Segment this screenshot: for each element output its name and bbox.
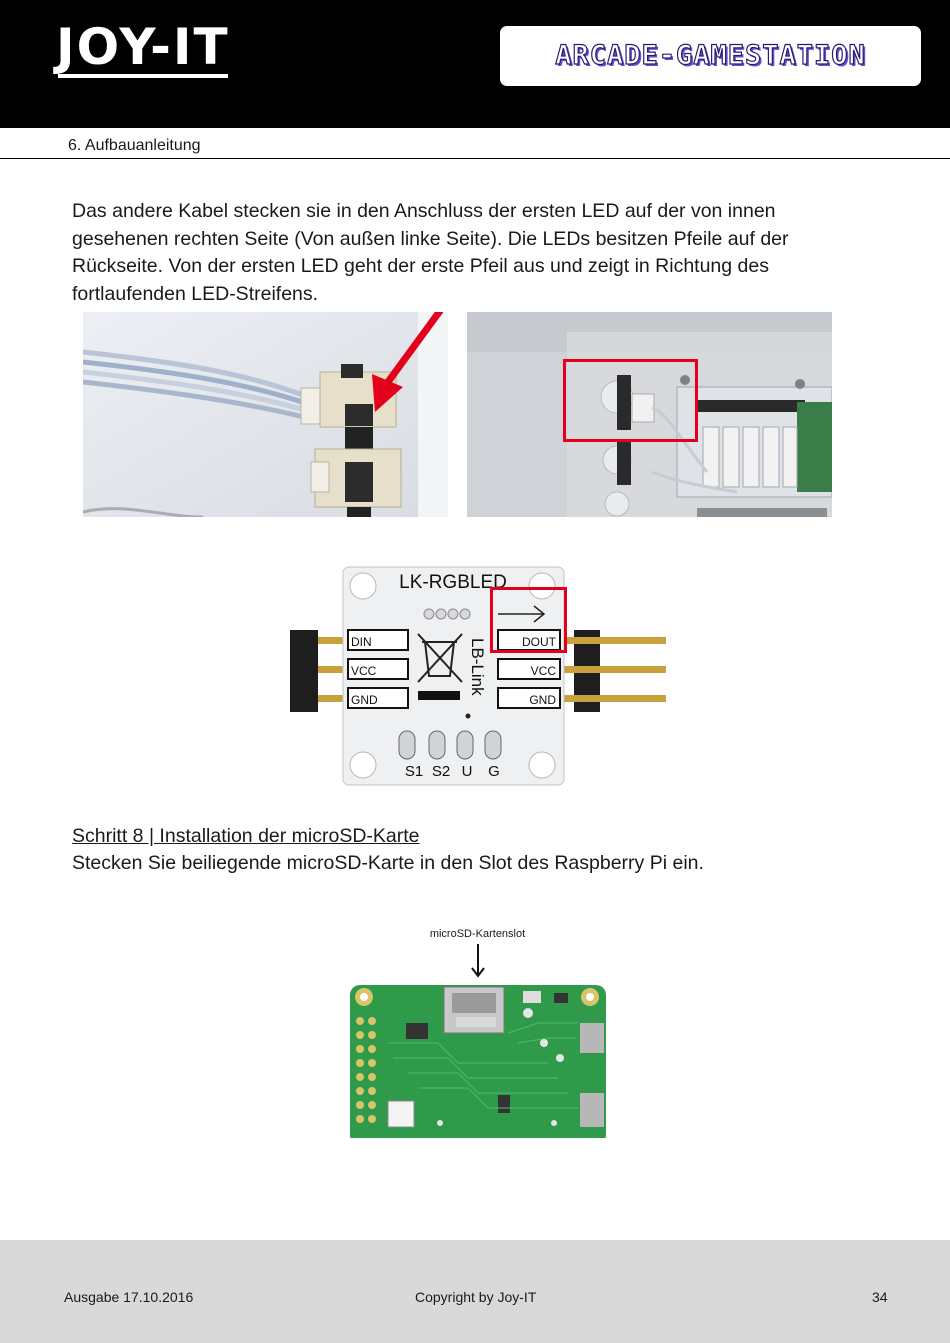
pad-label-u: U xyxy=(462,763,473,780)
section-title: 6. Aufbauanleitung xyxy=(68,137,201,154)
step-title: Schritt 8 | Installation der microSD-Kar… xyxy=(72,825,420,847)
instruction-paragraph: Das andere Kabel stecken sie in den Ansc… xyxy=(72,200,789,305)
pad-label-s2: S2 xyxy=(432,763,450,780)
raspberry-pi-photo xyxy=(348,983,610,1138)
pin-label-gnd-left: GND xyxy=(351,693,378,707)
led-board-diagram: LK-RGBLED DIN VCC GND DOUT VCC GND xyxy=(288,564,668,788)
product-title: ARCADE-GAMESTATION xyxy=(555,39,866,71)
footer-bar xyxy=(0,1240,950,1343)
pin-label-gnd-right: GND xyxy=(529,693,556,707)
down-arrow-icon xyxy=(470,944,486,978)
pad-label-s1: S1 xyxy=(405,763,423,780)
joy-it-logo: JOY-IT xyxy=(56,18,230,76)
pin-label-vcc-right: VCC xyxy=(531,664,557,678)
led-connection-photo xyxy=(83,312,448,517)
footer-copyright: Copyright by Joy-IT xyxy=(415,1289,537,1305)
footer-page-number: 34 xyxy=(872,1289,888,1305)
case-mounting-photo xyxy=(467,312,832,517)
weee-bin-icon xyxy=(417,633,463,683)
dout-highlight-box xyxy=(490,587,567,653)
pad-label-g: G xyxy=(488,763,500,780)
pin-label-din: DIN xyxy=(351,635,372,649)
footer-edition: Ausgabe 17.10.2016 xyxy=(64,1289,194,1305)
highlight-box xyxy=(563,359,698,442)
product-badge: ARCADE-GAMESTATION xyxy=(500,26,921,86)
board-brand: LB-Link xyxy=(468,638,487,696)
microsd-slot-label: microSD-Kartenslot xyxy=(429,928,526,940)
board-title: LK-RGBLED xyxy=(399,572,507,593)
pin-label-dout: DOUT xyxy=(522,635,557,649)
section-divider xyxy=(0,158,950,159)
header-bar: JOY-IT ARCADE-GAMESTATION xyxy=(0,0,950,128)
logo-underline xyxy=(58,74,228,78)
pin-label-vcc-left: VCC xyxy=(351,664,377,678)
step-instruction: Stecken Sie beiliegende microSD-Karte in… xyxy=(72,852,704,874)
